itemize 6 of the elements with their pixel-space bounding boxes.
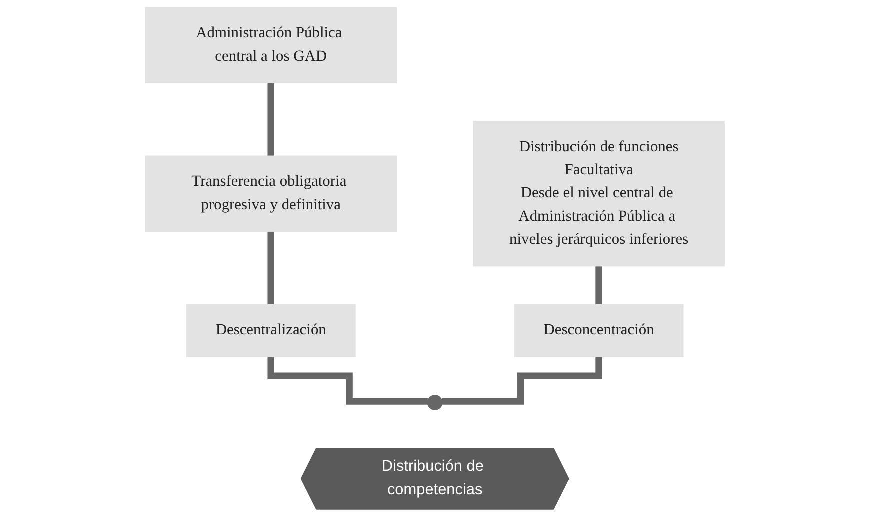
node-circle	[428, 394, 444, 410]
node-box: Desconcentración	[514, 304, 684, 358]
node-box: Administración Pública central a los GAD	[146, 7, 398, 84]
node-box: Distribución de funciones Facultativa Desde el nivel central de Administración Pública a niveles jerárquicos inferiores	[474, 121, 726, 267]
node-box: Descentralización	[186, 304, 356, 358]
node-box: Transferencia obligatoria progresiva y definitiva	[146, 156, 398, 232]
